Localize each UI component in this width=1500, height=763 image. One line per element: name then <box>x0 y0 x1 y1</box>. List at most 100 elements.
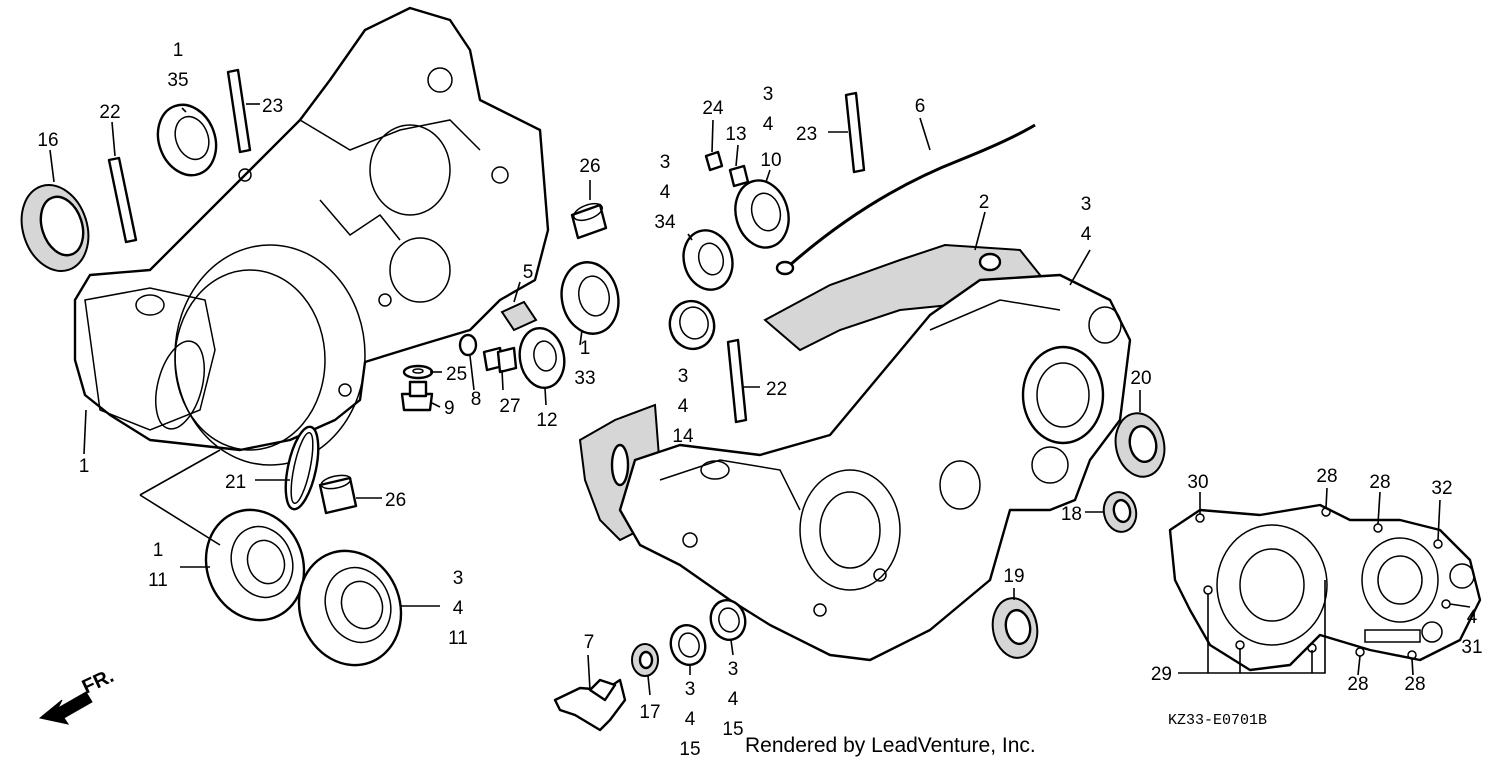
callout-line: 3 <box>685 679 696 700</box>
callout-23-right: 23 <box>796 124 817 145</box>
callout-28-c: 28 <box>1347 674 1368 695</box>
stud-bolt-23-right <box>844 91 866 174</box>
callout-21: 21 <box>225 472 246 493</box>
left-crankcase-half <box>73 6 550 466</box>
callout-line: 2 <box>979 192 990 213</box>
callout-25: 25 <box>446 364 467 385</box>
oil-seal-18 <box>1102 491 1138 533</box>
oil-seal-17 <box>631 643 659 677</box>
callout-13: 13 <box>725 124 746 145</box>
o-ring-21 <box>284 425 320 511</box>
callout-line: 4 <box>763 114 774 135</box>
callout-line: 4 <box>728 689 739 710</box>
callout-29: 29 <box>1151 664 1172 685</box>
callout-line: 26 <box>579 156 600 177</box>
stud-bolt-22-left <box>107 156 138 244</box>
needle-bearing-15-b <box>709 598 747 642</box>
right-crankcase-half <box>618 273 1132 662</box>
leader-lines <box>49 103 1471 696</box>
callout-line: 8 <box>471 389 482 410</box>
callout-22-left: 22 <box>99 102 120 123</box>
callout-28-d: 28 <box>1404 674 1425 695</box>
callout-line: 28 <box>1404 674 1425 695</box>
part-7 <box>553 678 627 732</box>
oil-seal-16 <box>20 184 90 272</box>
callout-line: 21 <box>225 472 246 493</box>
callout-line: 4 <box>1081 224 1092 245</box>
bearing-33 <box>560 261 620 335</box>
callout-line: 16 <box>37 130 58 151</box>
callout-line: 30 <box>1187 472 1208 493</box>
stud-bolt-23-left <box>226 68 252 154</box>
callout-26-bottom: 26 <box>385 490 406 511</box>
bearing-35 <box>156 103 218 177</box>
callout-line: 32 <box>1431 478 1452 499</box>
callout-23-left: 23 <box>262 96 283 117</box>
callout-line: 35 <box>167 70 188 91</box>
callout-line: 22 <box>99 102 120 123</box>
callout-line: 22 <box>766 379 787 400</box>
bearing-34 <box>682 229 734 291</box>
callout-line: 27 <box>499 396 520 417</box>
callout-line: 13 <box>725 124 746 145</box>
callout-line: 1 <box>173 40 184 61</box>
callout-22-right: 22 <box>766 379 787 400</box>
callout-line: 31 <box>1461 637 1482 658</box>
callout-line: 4 <box>1467 607 1478 628</box>
callout-line: 11 <box>148 570 168 591</box>
callout-26-top: 26 <box>579 156 600 177</box>
callout-2: 2 <box>979 192 990 213</box>
callout-line: 34 <box>654 212 676 233</box>
callout-9: 9 <box>444 398 455 419</box>
callout-line: 14 <box>672 426 694 447</box>
callout-8: 8 <box>471 389 482 410</box>
callout-line: 24 <box>702 98 724 119</box>
callout-3-4-15b: 3 4 15 <box>722 659 743 740</box>
callout-line: 3 <box>678 366 689 387</box>
callout-line: 4 <box>660 182 671 203</box>
oil-seal-20 <box>1114 412 1166 478</box>
oil-seal-19 <box>991 597 1039 659</box>
callout-line: 1 <box>79 456 90 477</box>
callout-10: 10 <box>760 150 781 171</box>
callout-line: 15 <box>722 719 743 740</box>
callout-line: 28 <box>1316 466 1337 487</box>
callout-line: 5 <box>523 262 534 283</box>
diagram-code: KZ33-E0701B <box>1168 712 1267 729</box>
breather-tube-6 <box>775 123 1036 276</box>
bolt-24 <box>704 150 724 172</box>
callout-16: 16 <box>37 130 58 151</box>
callout-17: 17 <box>639 702 660 723</box>
callout-line: 1 <box>580 338 591 359</box>
callout-line: 26 <box>385 490 406 511</box>
callout-line: 3 <box>728 659 739 680</box>
callout-24: 24 <box>702 98 724 119</box>
callout-line: 9 <box>444 398 455 419</box>
credit-text: Rendered by LeadVenture, Inc. <box>745 734 1036 757</box>
callout-18: 18 <box>1061 504 1082 525</box>
bearing-14 <box>668 299 716 351</box>
callout-line: 25 <box>446 364 467 385</box>
callout-line: 17 <box>639 702 660 723</box>
callout-30: 30 <box>1187 472 1208 493</box>
callout-line: 4 <box>453 598 464 619</box>
dowel-pin-26-top <box>570 202 608 240</box>
callout-line: 15 <box>679 739 700 760</box>
needle-bearing-15-a <box>669 623 707 667</box>
callout-line: 6 <box>915 96 926 117</box>
callout-28-a: 28 <box>1316 466 1337 487</box>
callout-line: 10 <box>760 150 781 171</box>
drain-bolt-9 <box>400 380 434 412</box>
callout-line: 23 <box>262 96 283 117</box>
crankshaft-bearing-11-a <box>204 508 306 622</box>
callout-line: 3 <box>453 568 464 589</box>
